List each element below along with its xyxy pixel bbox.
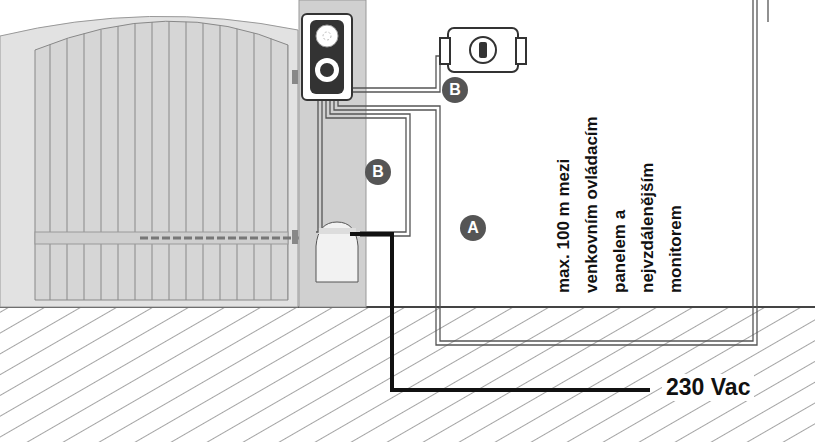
ground-hatch <box>0 308 815 442</box>
callout-letter: B <box>365 159 391 185</box>
callout-letter: A <box>460 215 486 241</box>
callout-letter: B <box>442 77 468 103</box>
electric-lock <box>440 28 526 72</box>
outdoor-panel <box>302 14 352 100</box>
distance-note: max. 100 m mezi venkovním ovládacím pane… <box>550 103 690 293</box>
gate-frame <box>0 16 298 307</box>
motor-arm <box>140 237 300 240</box>
gate-motor <box>316 222 358 282</box>
gate-pillar <box>299 0 366 307</box>
cable <box>316 0 757 345</box>
power-label: 230 Vac <box>662 374 754 401</box>
gate-leaf <box>35 21 288 300</box>
